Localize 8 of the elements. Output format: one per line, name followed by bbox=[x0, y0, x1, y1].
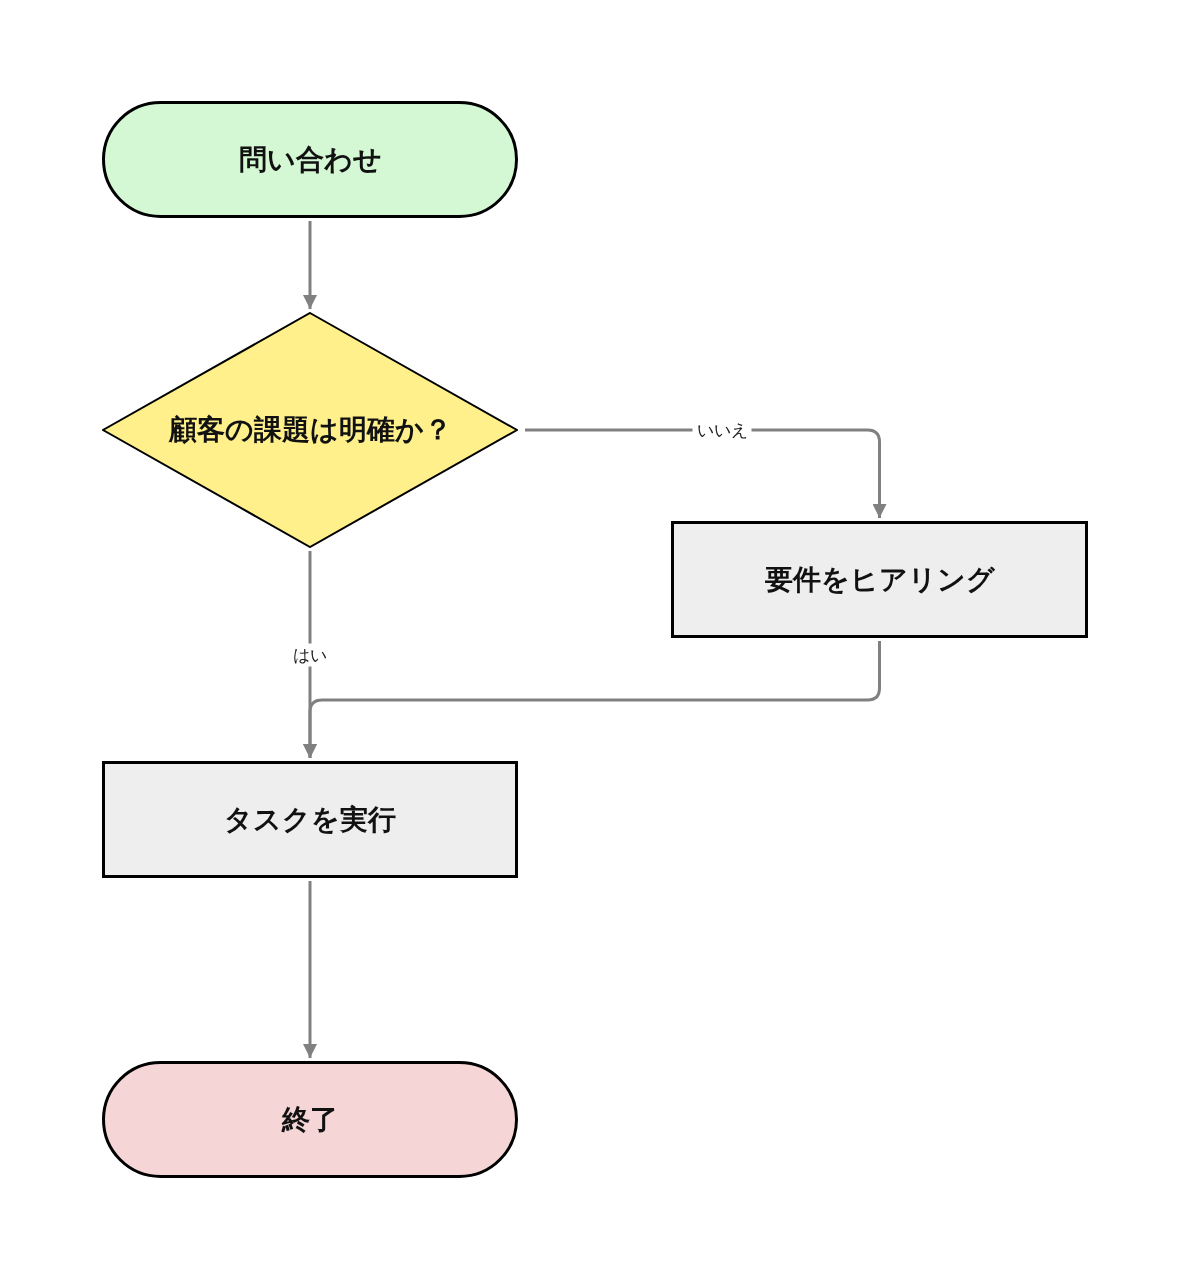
process-box: 要件をヒアリング bbox=[671, 521, 1088, 638]
start-terminal: 問い合わせ bbox=[102, 101, 518, 218]
arrow bbox=[303, 881, 317, 1058]
arrow bbox=[303, 221, 317, 309]
end-terminal: 終了 bbox=[102, 1061, 518, 1178]
decision-diamond: 顧客の課題は明確か？ bbox=[102, 312, 518, 548]
process-box: タスクを実行 bbox=[102, 761, 518, 878]
arrow bbox=[303, 641, 881, 758]
